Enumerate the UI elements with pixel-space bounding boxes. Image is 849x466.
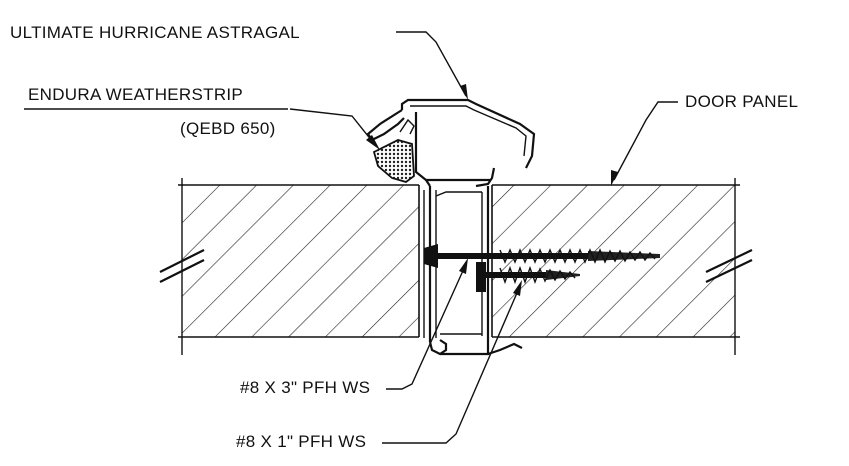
left-door-panel bbox=[178, 178, 420, 355]
label-weatherstrip: ENDURA WEATHERSTRIP bbox=[28, 85, 243, 104]
weatherstrip bbox=[372, 118, 415, 183]
leader-astragal bbox=[396, 31, 468, 100]
label-door-panel: DOOR PANEL bbox=[685, 92, 798, 111]
astragal-profile bbox=[366, 98, 536, 356]
screw-short bbox=[476, 262, 580, 292]
leader-screw-short bbox=[382, 280, 522, 444]
break-symbol-left bbox=[159, 249, 205, 283]
label-screw-long: #8 X 3" PFH WS bbox=[240, 378, 370, 397]
label-astragal: ULTIMATE HURRICANE ASTRAGAL bbox=[10, 23, 300, 42]
screw-long bbox=[424, 244, 660, 268]
right-door-panel bbox=[491, 178, 740, 355]
label-weatherstrip-model: (QEBD 650) bbox=[180, 119, 276, 138]
leader-door-panel bbox=[611, 101, 678, 186]
break-symbol-right bbox=[705, 249, 753, 283]
label-screw-short: #8 X 1" PFH WS bbox=[236, 432, 366, 451]
leader-weatherstrip bbox=[289, 108, 380, 150]
leader-screw-long bbox=[386, 258, 468, 390]
